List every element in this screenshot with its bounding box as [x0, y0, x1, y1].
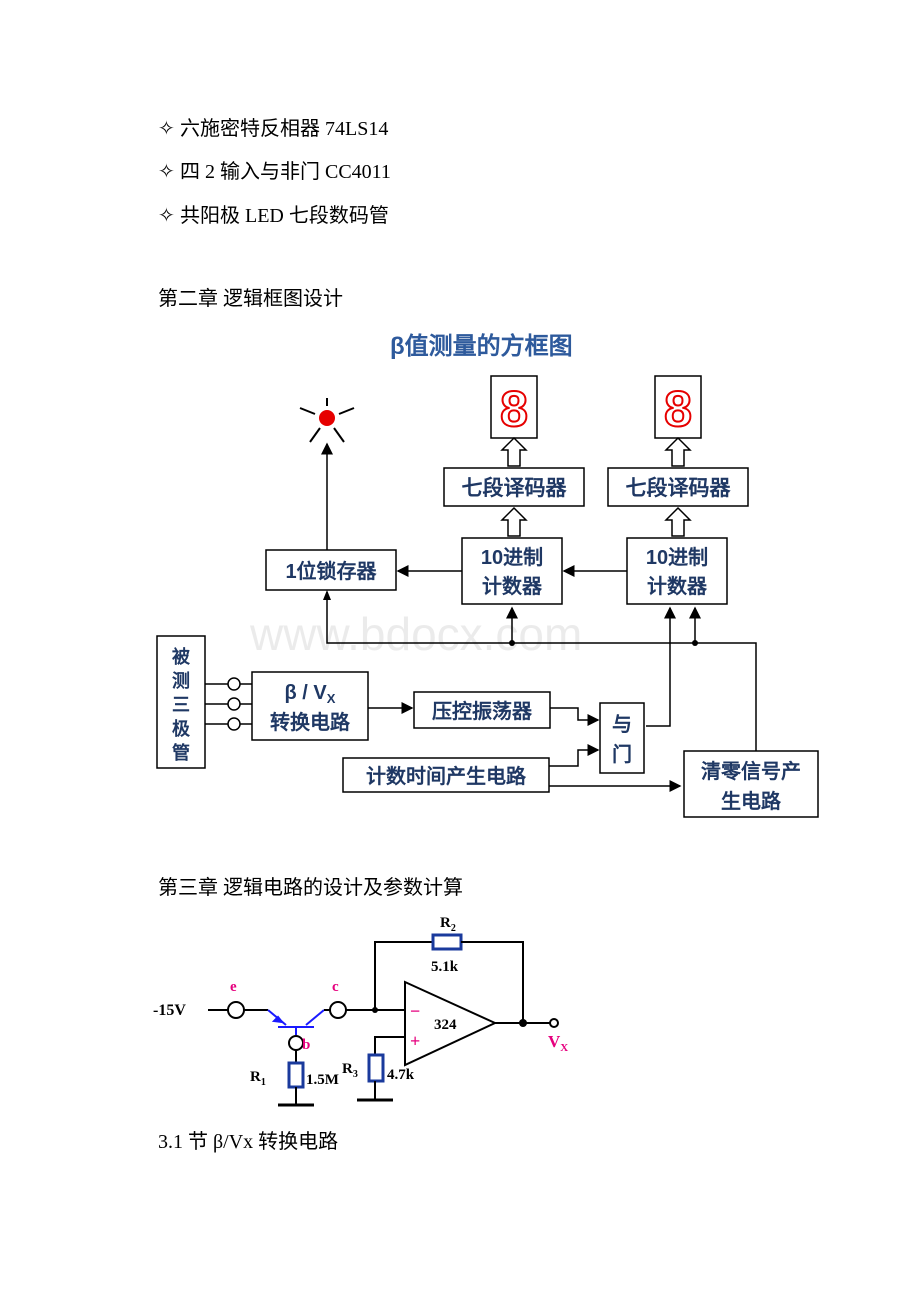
svg-text:测: 测: [172, 670, 190, 691]
svg-text:三: 三: [172, 695, 190, 715]
component-item: ✧共阳极 LED 七段数码管: [158, 205, 389, 227]
opamp-icon: [404, 980, 498, 1067]
seven-segment-display-right: 8: [654, 375, 702, 439]
r2-label: R2: [440, 915, 456, 934]
svg-text:门: 门: [612, 742, 632, 766]
svg-text:转换电路: 转换电路: [270, 710, 351, 734]
emitter-terminal-icon: [227, 1001, 245, 1019]
resistor-r2-icon: [431, 933, 463, 951]
noninverting-input-symbol: +: [410, 1031, 420, 1051]
transistor-icon: [267, 1009, 325, 1035]
svg-text:β / VX: β / VX: [285, 682, 336, 706]
svg-text:极: 极: [172, 719, 191, 739]
svg-text:生电路: 生电路: [721, 789, 782, 813]
resistor-r1-icon: [287, 1061, 305, 1089]
counter-left: 10进制 计数器: [461, 537, 563, 605]
led-lamp-icon: [299, 398, 355, 443]
count-timer-block: 计数时间产生电路: [342, 757, 550, 793]
terminal-icon: [205, 677, 252, 731]
transistor-under-test-block: 被 测 三 极 管: [156, 635, 206, 769]
output-label: VX: [548, 1032, 568, 1054]
collector-terminal-icon: [329, 1001, 347, 1019]
digit-text: 8: [500, 381, 528, 437]
diamond-bullet-icon: ✧: [158, 205, 175, 227]
bus-arrow-icon: [500, 436, 692, 537]
beta-vx-converter-block: β / VX 转换电路: [251, 671, 369, 741]
latch-block: 1位锁存器: [265, 549, 397, 591]
beta-vx-circuit-diagram: -15V e c b R1 1.5M R2 5.1k 324 − + R3 4.…: [153, 915, 568, 1107]
svg-text:1位锁存器: 1位锁存器: [285, 559, 377, 583]
svg-text:七段译码器: 七段译码器: [626, 476, 732, 500]
digit-text: 8: [664, 381, 692, 437]
base-terminal-icon: [288, 1035, 304, 1051]
component-item: ✧六施密特反相器 74LS14: [158, 118, 389, 140]
diamond-bullet-icon: ✧: [158, 118, 175, 140]
counter-right: 10进制 计数器: [626, 537, 728, 605]
beta-measurement-block-diagram: β值测量的方框图 www.bdocx.com 8 8 七段译码器 七段译码器: [156, 332, 819, 818]
chapter-2-heading: 第二章 逻辑框图设计: [158, 288, 343, 310]
watermark: www.bdocx.com: [249, 608, 582, 660]
chapter-3-heading: 第三章 逻辑电路的设计及参数计算: [158, 877, 463, 899]
r1-value: 1.5M: [306, 1072, 339, 1088]
supply-label: -15V: [153, 1002, 186, 1019]
clear-signal-block: 清零信号产 生电路: [683, 750, 819, 818]
resistor-r3-icon: [367, 1053, 385, 1083]
r3-value: 4.7k: [387, 1067, 415, 1083]
svg-text:10进制: 10进制: [481, 546, 543, 569]
section-3-1-heading: 3.1 节 β/Vx 转换电路: [158, 1131, 339, 1153]
vco-block: 压控振荡器: [413, 691, 551, 729]
opamp-label: 324: [434, 1017, 457, 1033]
svg-text:管: 管: [172, 742, 190, 763]
svg-text:压控振荡器: 压控振荡器: [432, 699, 533, 723]
svg-text:10进制: 10进制: [646, 546, 708, 569]
emitter-label: e: [230, 979, 237, 995]
svg-text:计数器: 计数器: [647, 574, 708, 598]
r2-value: 5.1k: [431, 959, 459, 975]
diagram-title: β值测量的方框图: [390, 332, 573, 360]
and-gate-block: 与 门: [599, 702, 645, 774]
r3-label: R3: [342, 1061, 358, 1080]
svg-text:计数时间产生电路: 计数时间产生电路: [366, 764, 527, 788]
r1-label: R1: [250, 1069, 266, 1088]
collector-label: c: [332, 979, 339, 995]
svg-text:被: 被: [172, 646, 191, 667]
decoder-right: 七段译码器: [607, 467, 749, 507]
seven-segment-display-left: 8: [490, 375, 538, 439]
svg-text:计数器: 计数器: [482, 574, 543, 598]
diamond-bullet-icon: ✧: [158, 161, 175, 183]
svg-text:与: 与: [612, 713, 632, 736]
base-label: b: [302, 1037, 310, 1053]
inverting-input-symbol: −: [410, 1001, 420, 1021]
component-item: ✧四 2 输入与非门 CC4011: [158, 161, 391, 183]
output-terminal-icon: [549, 1018, 559, 1028]
svg-text:七段译码器: 七段译码器: [462, 476, 568, 500]
decoder-left: 七段译码器: [443, 467, 585, 507]
svg-text:清零信号产: 清零信号产: [701, 759, 801, 783]
